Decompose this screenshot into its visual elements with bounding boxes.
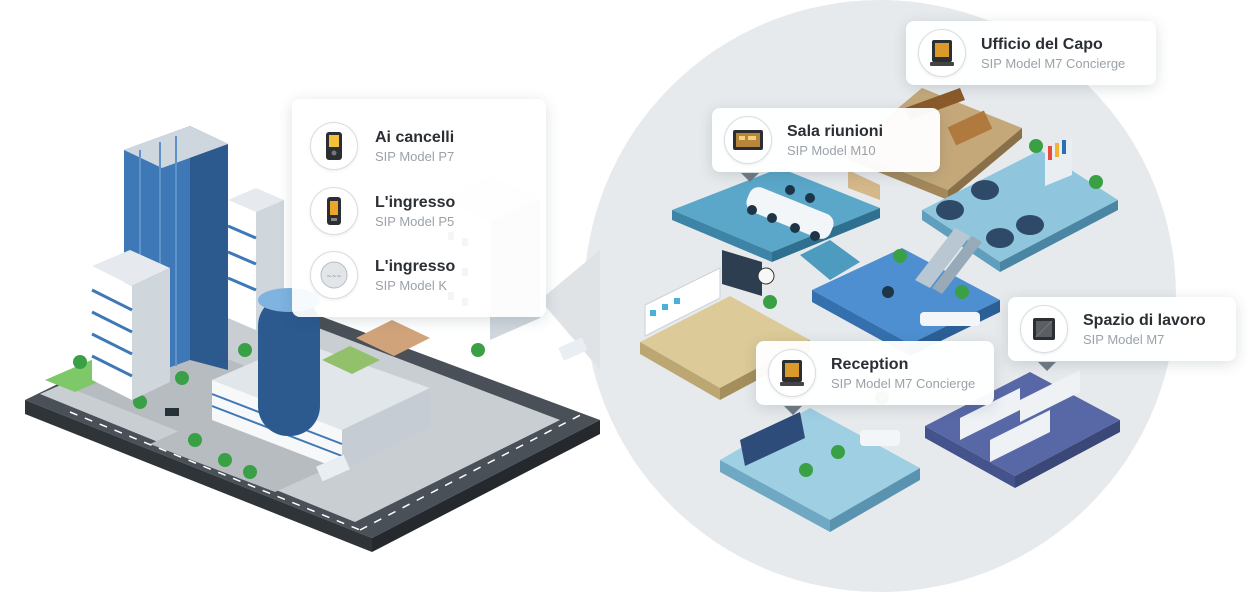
device-model: SIP Model P5 (375, 213, 455, 229)
intercom-k-icon: ~~~ (310, 251, 358, 299)
device-row-gates[interactable]: Ai cancelli SIP Model P7 (310, 122, 454, 170)
workspace-card[interactable]: Spazio di lavoro SIP Model M7 (1008, 297, 1236, 361)
meeting-room-floor (672, 168, 880, 280)
device-location: L'ingresso (375, 257, 456, 275)
meeting-room-pointer (741, 173, 759, 182)
device-row-entrance-p5[interactable]: L'ingresso SIP Model P5 (310, 187, 455, 235)
intercom-m7-icon (1020, 305, 1068, 353)
intercom-p7-icon (310, 122, 358, 170)
intercom-p5-icon (310, 187, 358, 235)
room-device-model: SIP Model M7 Concierge (981, 55, 1126, 71)
vehicles (165, 337, 588, 482)
device-row-entrance-k[interactable]: ~~~ L'ingresso SIP Model K (310, 251, 455, 299)
intercom-m7-concierge-icon (768, 349, 816, 397)
room-device-model: SIP Model M10 (787, 142, 876, 158)
reception-pointer (784, 406, 802, 415)
device-model: SIP Model P7 (375, 148, 455, 164)
reception-card[interactable]: Reception SIP Model M7 Concierge (756, 341, 994, 405)
device-model: SIP Model K (375, 277, 448, 293)
device-location: Ai cancelli (375, 128, 455, 146)
workspace-pointer (1038, 362, 1056, 371)
room-title: Sala riunioni (787, 122, 884, 140)
city-trees (73, 343, 485, 479)
intercom-m10-icon (724, 116, 772, 164)
entry-devices-panel: Ai cancelli SIP Model P7 L'ingresso SIP … (292, 99, 546, 317)
meeting-room-card[interactable]: Sala riunioni SIP Model M10 (712, 108, 940, 172)
workspace-floor (925, 370, 1120, 488)
room-title: Ufficio del Capo (981, 35, 1103, 53)
intercom-m7-concierge-icon (918, 29, 966, 77)
room-device-model: SIP Model M7 Concierge (831, 375, 976, 391)
boss-office-card[interactable]: Ufficio del Capo SIP Model M7 Concierge (906, 21, 1156, 85)
svg-text:~~~: ~~~ (326, 273, 341, 280)
reception-floor (720, 408, 920, 532)
room-device-model: SIP Model M7 (1083, 331, 1165, 347)
zoom-wedge (540, 250, 600, 370)
room-title: Spazio di lavoro (1083, 311, 1206, 329)
white-building-left (91, 250, 170, 400)
room-title: Reception (831, 355, 909, 373)
device-location: L'ingresso (375, 193, 456, 211)
